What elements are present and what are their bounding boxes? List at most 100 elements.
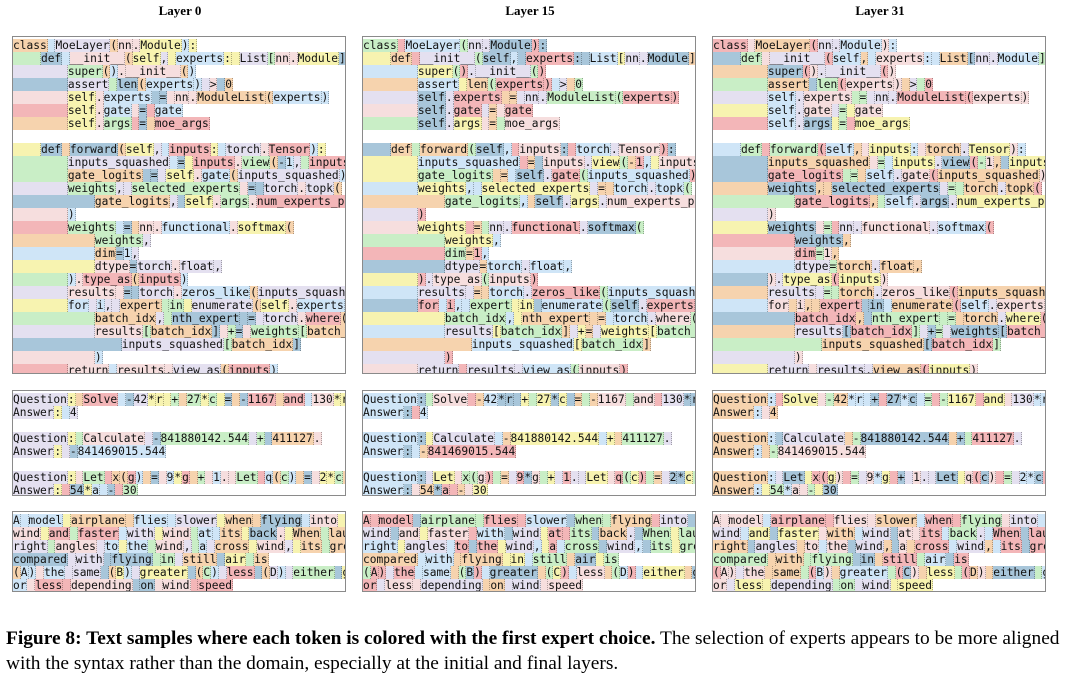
token <box>713 52 741 65</box>
token: C <box>553 566 562 579</box>
token <box>462 299 471 312</box>
token: less <box>385 579 414 592</box>
token <box>661 471 670 484</box>
token: - <box>107 484 116 496</box>
sample-line: def forward(self, inputs: torch.Tensor): <box>713 143 1026 156</box>
sample-line: dim=1, <box>713 247 840 260</box>
token <box>363 247 445 260</box>
token: wind <box>512 579 541 592</box>
token: wind <box>862 527 891 540</box>
token: . <box>289 52 298 65</box>
token: float <box>529 260 565 273</box>
token: torch <box>139 286 174 299</box>
token: 841469015.544 <box>427 445 517 458</box>
token: When <box>292 527 321 540</box>
token: flying <box>111 553 153 566</box>
token: . <box>523 286 532 299</box>
token: on <box>490 579 505 592</box>
token: results <box>67 286 117 299</box>
token: . <box>638 299 647 312</box>
sample-line: Question: Calculate -841880142.544 + 411… <box>13 432 322 445</box>
token: , <box>183 540 192 553</box>
token <box>498 540 506 553</box>
token: nn <box>839 221 854 234</box>
token <box>249 540 258 553</box>
token: Module <box>647 52 690 65</box>
token: still <box>882 553 918 566</box>
token: in <box>860 553 875 566</box>
token: = <box>839 117 848 130</box>
token: . <box>213 195 222 208</box>
token: ) <box>28 566 37 579</box>
token: ( <box>921 364 929 373</box>
token <box>62 484 70 495</box>
token: gate <box>504 104 533 117</box>
sample-line: Question: Solve -42*r + 27*c = -1167 and… <box>713 393 1045 406</box>
token: 1 <box>635 156 644 169</box>
token <box>713 143 741 156</box>
token: args <box>803 117 832 130</box>
token: . <box>539 91 548 104</box>
token: experts <box>103 91 152 104</box>
token: ) <box>810 65 819 78</box>
token: g <box>127 471 136 484</box>
token <box>285 527 293 540</box>
token: MoeLayer <box>55 39 111 52</box>
token <box>985 566 994 579</box>
math-sample-panel-layer-31: Question: Solve -42*r + 27*c = -1167 and… <box>712 390 1046 496</box>
token: ) <box>181 39 190 52</box>
token <box>869 156 878 169</box>
token <box>992 540 1001 553</box>
token <box>941 527 950 540</box>
token: __init__ <box>69 52 125 65</box>
token: Let <box>783 471 805 484</box>
token: launched <box>1028 527 1045 540</box>
token <box>932 393 941 406</box>
token: angles <box>755 540 797 553</box>
token <box>502 553 511 566</box>
token: : <box>54 445 63 458</box>
token: , <box>993 156 1002 169</box>
token <box>201 78 210 91</box>
sample-line: for i, expert in enumerate(self.experts)… <box>13 299 345 312</box>
token: 1 <box>823 247 832 260</box>
token: ) <box>880 273 889 286</box>
token <box>901 78 910 91</box>
sample-line: batch_idx, nth_expert = torch.where(sele… <box>363 312 695 325</box>
token <box>363 234 445 247</box>
token: ModuleList <box>197 91 266 104</box>
token <box>541 540 550 553</box>
token: inputs <box>839 273 881 286</box>
token: = <box>585 325 594 338</box>
token: r <box>155 393 164 406</box>
token <box>539 471 548 484</box>
token: . <box>1013 432 1022 445</box>
token <box>75 432 84 445</box>
token: . <box>277 527 286 540</box>
token: def <box>390 52 413 65</box>
token: 2 <box>319 471 328 484</box>
token: def <box>740 52 763 65</box>
token: faster <box>777 527 820 540</box>
token: self <box>535 195 564 208</box>
token: ) <box>694 299 695 312</box>
token <box>535 156 544 169</box>
sample-line: inputs_squashed[batch_idx] <box>713 338 1001 351</box>
token: = <box>598 182 606 195</box>
token <box>109 364 118 373</box>
token <box>112 299 121 312</box>
token: ) <box>671 91 680 104</box>
sample-line: def __init__(self, experts: List[nn.Modu… <box>13 52 345 65</box>
sample-line: Answer: 4 <box>13 406 78 419</box>
token <box>670 527 679 540</box>
token: . <box>818 65 826 78</box>
token: 9 <box>516 471 525 484</box>
token <box>185 156 194 169</box>
token <box>89 299 97 312</box>
token: * <box>524 471 533 484</box>
token: 54 <box>69 484 85 496</box>
token: = <box>489 117 498 130</box>
token: into <box>310 514 339 527</box>
token <box>954 566 963 579</box>
token <box>803 553 812 566</box>
